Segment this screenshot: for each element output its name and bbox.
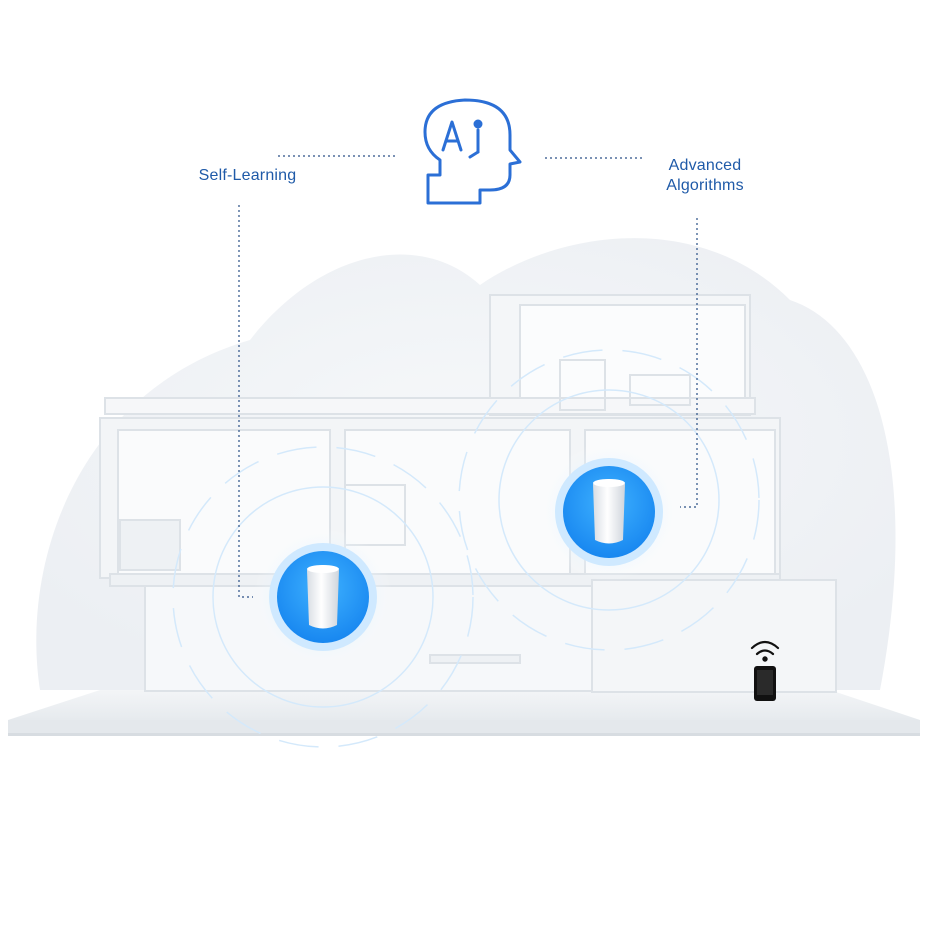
ai-head-icon [423,98,522,205]
self-learning-label: Self-Learning [198,167,297,184]
advanced-algorithms-label: Advanced Algorithms [650,156,760,196]
phone-icon [754,666,776,701]
router-icon [593,479,625,544]
house-model [99,294,837,693]
phone-device [750,640,780,701]
router-left [253,527,393,667]
advanced-line: Advanced [668,157,742,174]
connector-lines [238,155,698,598]
algorithms-line: Algorithms [666,177,744,194]
base-platform [8,690,920,736]
wifi-icon [750,640,780,662]
router-icon [307,565,339,629]
signal-arcs [172,349,760,748]
router-right [539,442,679,582]
